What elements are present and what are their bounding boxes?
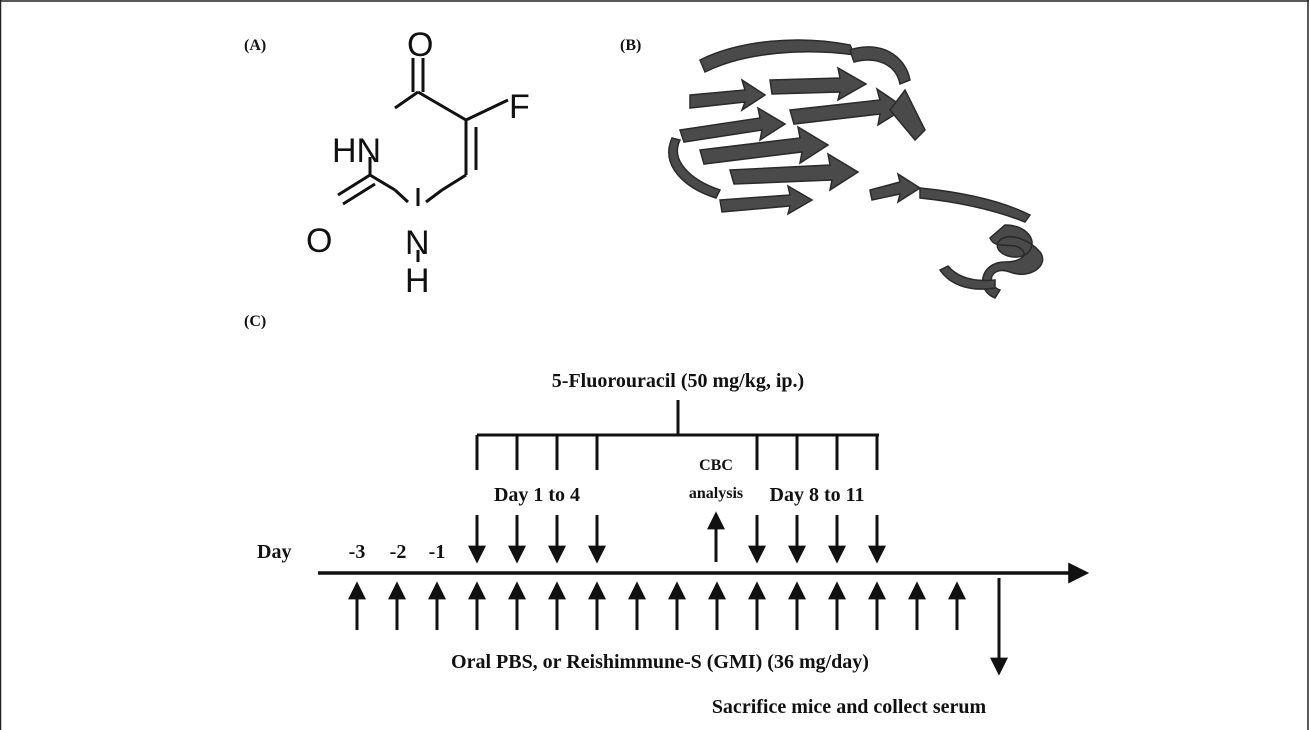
day-tick-minus3: -3 — [349, 541, 366, 563]
cbc-label-line2: analysis — [689, 485, 743, 502]
day-tick-minus1: -1 — [429, 541, 446, 563]
sacrifice-label: Sacrifice mice and collect serum — [712, 696, 987, 718]
atom-n: N — [405, 224, 430, 262]
dose-group-2-label: Day 8 to 11 — [770, 484, 865, 506]
protein-ribbon-structure — [668, 39, 1044, 299]
panel-b-label: (B) — [620, 37, 641, 54]
atom-hn: HN — [332, 132, 381, 170]
dose-bracket — [475, 400, 879, 470]
oral-treatment-label: Oral PBS, or Reishimmune-S (GMI) (36 mg/… — [451, 651, 869, 673]
cbc-label-line1: CBC — [699, 457, 733, 474]
bond-c-n2 — [393, 188, 410, 204]
oral-dose-arrows — [348, 581, 966, 630]
panel-c-label: (C) — [244, 313, 266, 330]
bond-c-n — [425, 188, 443, 204]
treatment-label: 5-Fluorouracil (50 mg/kg, ip.) — [552, 370, 804, 392]
atom-o-left: O — [306, 222, 332, 260]
dose-group-1-label: Day 1 to 4 — [494, 484, 580, 506]
panel-a-label: (A) — [244, 37, 266, 54]
timeline-diagram: 5-Fluorouracil (50 mg/kg, ip.) Day 1 to … — [257, 370, 1090, 718]
day-axis-label: Day — [257, 541, 291, 563]
fu-dose-arrows — [468, 515, 886, 564]
atom-fluorine: F — [509, 88, 530, 126]
day-tick-minus2: -2 — [390, 541, 407, 563]
fluorouracil-structure — [337, 58, 509, 262]
atom-o-top: O — [407, 26, 433, 64]
atom-h: H — [405, 262, 430, 300]
